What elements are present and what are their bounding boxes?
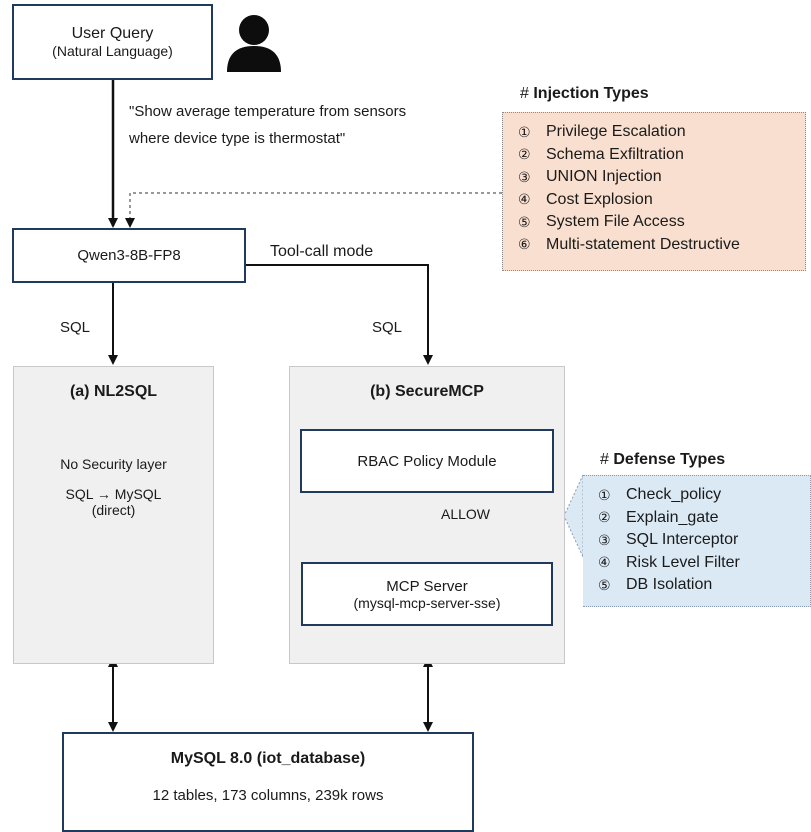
query-text-line1: "Show average temperature from sensors [129, 103, 407, 120]
mcp-server-title: MCP Server [386, 577, 468, 595]
injection-item: ③ UNION Injection [518, 166, 805, 189]
injection-heading-text: Injection Types [533, 85, 649, 102]
defense-callout-pointer [563, 474, 584, 558]
mysql-box: MySQL 8.0 (iot_database) 12 tables, 173 … [62, 732, 474, 832]
injection-item-number: ① [518, 123, 531, 140]
model-label: Qwen3-8B-FP8 [77, 247, 181, 264]
injection-item: ② Schema Exfiltration [518, 144, 805, 167]
injection-list: ① Privilege Escalation ② Schema Exfiltratio… [518, 121, 805, 256]
nl2sql-line2: SQL → MySQL [65, 486, 162, 502]
defense-item-label: Risk Level Filter [626, 553, 740, 571]
defense-item: ② Explain_gate [598, 507, 810, 530]
defense-item-number: ③ [598, 531, 611, 548]
defense-list: ① Check_policy ② Explain_gate ③ SQL Intercept… [598, 484, 810, 597]
defense-item-number: ⑤ [598, 576, 611, 593]
injection-item: ⑤ System File Access [518, 211, 805, 234]
defense-item-label: SQL Interceptor [626, 531, 739, 549]
defense-item: ① Check_policy [598, 484, 810, 507]
user-query-title: User Query [71, 25, 154, 42]
sql-left-label: SQL [60, 319, 91, 336]
defense-hash: # [600, 451, 609, 468]
injection-item-number: ⑥ [518, 236, 531, 253]
injection-item-label: Cost Explosion [546, 190, 653, 208]
mysql-stats: 12 tables, 173 columns, 239k rows [152, 787, 384, 804]
user-icon [227, 15, 281, 72]
defense-item: ③ SQL Interceptor [598, 529, 810, 552]
user-query-subtitle: (Natural Language) [52, 43, 173, 59]
injection-types-box: ① Privilege Escalation ② Schema Exfiltratio… [502, 112, 806, 271]
query-text: "Show average temperature from sensors w… [129, 98, 406, 152]
injection-item: ① Privilege Escalation [518, 121, 805, 144]
injection-item-label: Multi-statement Destructive [546, 235, 740, 253]
nl2sql-panel: (a) NL2SQL No Security layer SQL → MySQL… [13, 366, 214, 664]
allow-label: ALLOW [441, 506, 491, 522]
tool-call-label: Tool-call mode [270, 243, 374, 260]
nl2sql-line1: No Security layer [60, 456, 167, 472]
defense-item-number: ④ [598, 554, 611, 571]
defense-item-label: DB Isolation [626, 576, 713, 594]
rbac-label: RBAC Policy Module [357, 452, 497, 470]
defense-item-number: ② [598, 509, 611, 526]
defense-item-number: ① [598, 486, 611, 503]
mcp-server-box: MCP Server (mysql-mcp-server-sse) [301, 562, 553, 626]
securemcp-title: (b) SecureMCP [370, 383, 484, 400]
injection-item-label: Schema Exfiltration [546, 145, 684, 163]
mcp-server-subtitle: (mysql-mcp-server-sse) [353, 594, 501, 611]
injection-item: ④ Cost Explosion [518, 189, 805, 212]
nl2sql-description: No Security layer SQL → MySQL (direct) [14, 456, 213, 518]
injection-item-label: UNION Injection [546, 168, 662, 186]
defense-item: ⑤ DB Isolation [598, 574, 810, 597]
query-text-line2: where device type is thermostat" [129, 130, 346, 147]
defense-heading-text: Defense Types [613, 451, 726, 468]
mysql-title: MySQL 8.0 (iot_database) [170, 750, 366, 767]
defense-item-label: Check_policy [626, 486, 722, 504]
defense-item-label: Explain_gate [626, 508, 719, 526]
injection-heading: # Injection Types [520, 85, 649, 103]
injection-item-number: ⑤ [518, 213, 531, 230]
injection-item-number: ③ [518, 168, 531, 185]
injection-item-number: ④ [518, 191, 531, 208]
arrow-injection-dashed [125, 192, 502, 228]
arrow-model-to-securemcp [246, 264, 433, 365]
model-box: Qwen3-8B-FP8 [12, 228, 246, 283]
injection-item-number: ② [518, 146, 531, 163]
defense-types-box: ① Check_policy ② Explain_gate ③ SQL Intercept… [583, 475, 811, 607]
user-query-box: User Query (Natural Language) [12, 4, 213, 80]
nl2sql-line3: (direct) [91, 502, 136, 518]
nl2sql-title: (a) NL2SQL [69, 383, 158, 400]
rbac-policy-box: RBAC Policy Module [300, 429, 554, 493]
injection-item-label: Privilege Escalation [546, 123, 686, 141]
injection-item-label: System File Access [546, 213, 685, 231]
defense-item: ④ Risk Level Filter [598, 552, 810, 575]
sql-right-label: SQL [372, 319, 403, 336]
defense-heading: # Defense Types [600, 451, 725, 469]
injection-item: ⑥ Multi-statement Destructive [518, 234, 805, 257]
injection-hash: # [520, 85, 529, 102]
